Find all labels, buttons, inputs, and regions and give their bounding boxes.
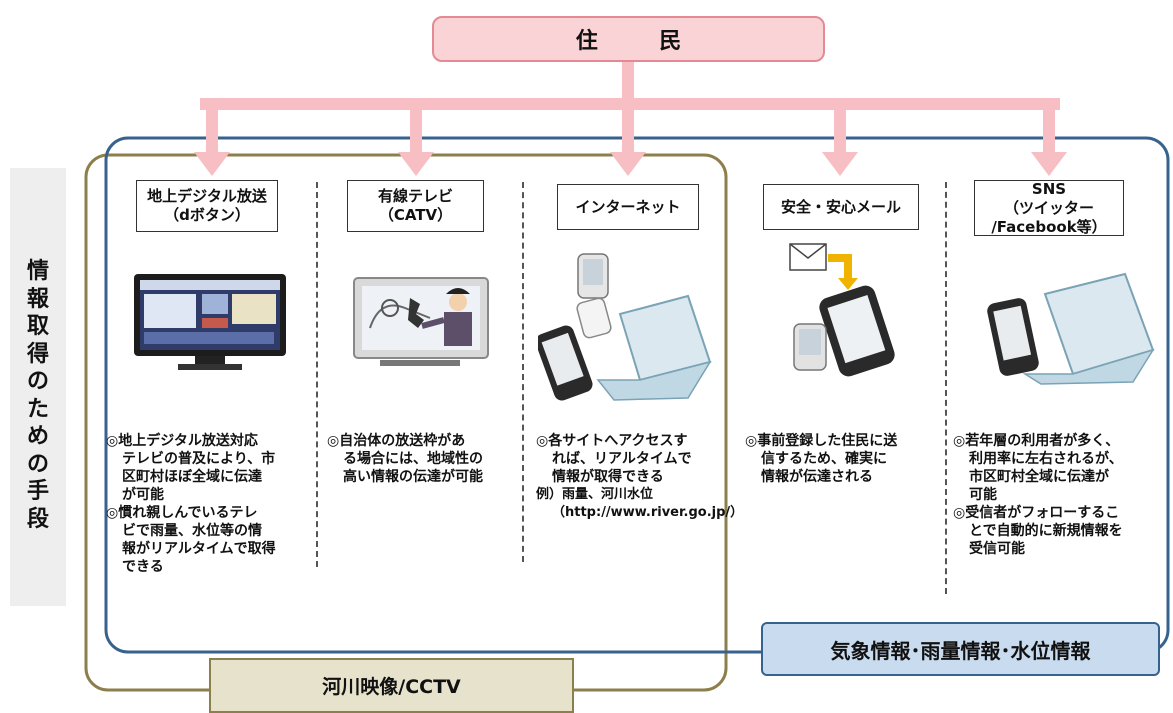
desc-catv: ◎自治体の放送枠があ る場合には、地域性の 高い情報の伝達が可能 [327,433,483,485]
sns-phone-laptop-icon [987,272,1155,385]
weather-group-frame [104,136,1170,654]
mail-phone-icon [789,243,895,377]
separator [316,182,318,567]
separator [945,182,947,594]
cctv-group-label: 河川映像/CCTV [209,658,574,713]
title-catv: 有線テレビ（CATV） [347,180,484,232]
phone-laptop-icon [538,253,712,401]
side-label: 情報取得のための手段 [26,259,49,532]
separator [522,182,524,562]
tv-weather-forecaster-icon [353,277,489,366]
tv-dbutton-icon [134,274,286,370]
weather-group-label: 気象情報･雨量情報･水位情報 [761,622,1160,676]
desc-safety-mail: ◎事前登録した住民に送 信するため、確実に 情報が伝達される [745,433,898,485]
title-internet: インターネット [557,184,699,230]
desc-digital-tv: ◎地上デジタル放送対応 テレビの普及により、市 区町村ほぼ全域に伝達 が可能 ◎… [106,433,276,575]
title-sns: SNS（ツイッター/Facebook等） [974,180,1124,236]
title-digital-tv: 地上デジタル放送（dボタン） [136,180,278,232]
desc-internet: ◎各サイトへアクセスす れば、リアルタイムで 情報が取得できる 例）雨量、河川水… [536,433,744,520]
desc-sns: ◎若年層の利用者が多く、 利用率に左右されるが、 市区町村全域に伝達が 可能 ◎… [953,433,1123,557]
residents-box: 住 民 [432,16,825,62]
title-safety-mail: 安全・安心メール [763,184,919,230]
side-label-panel [10,168,66,606]
